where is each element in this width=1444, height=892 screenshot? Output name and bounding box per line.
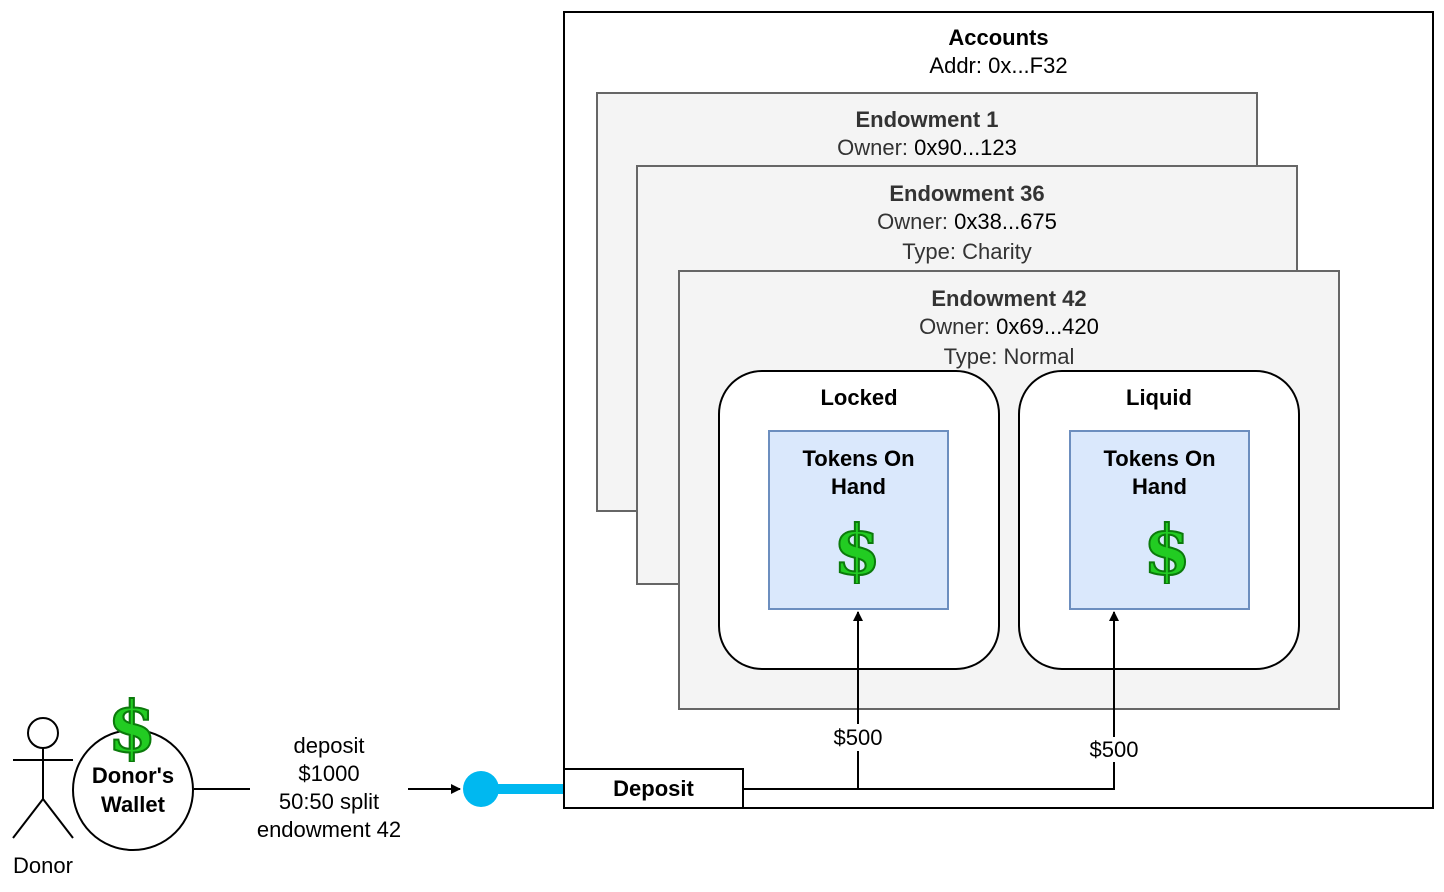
accounts-address: Addr: 0x...F32 (929, 53, 1068, 78)
endowment-1-owner: Owner: 0x90...123 (598, 134, 1256, 162)
deposit-box: Deposit (563, 768, 744, 809)
deposit-note-line: $1000 (298, 761, 360, 786)
locked-amount-label: $500 (833, 725, 883, 750)
endowment-36-title: Endowment 36 (889, 181, 1045, 206)
svg-text:$: $ (1143, 514, 1190, 584)
deposit-note: deposit $1000 50:50 split endowment 42 (229, 732, 429, 844)
locked-tokens-box: Tokens On Hand $ (768, 430, 949, 610)
owner-value: 0x38...675 (954, 209, 1057, 234)
locked-title: Locked (820, 385, 898, 410)
owner-value: 0x90...123 (914, 135, 1017, 160)
endowment-36-owner: Owner: 0x38...675 (638, 208, 1296, 236)
owner-value: 0x69...420 (996, 314, 1099, 339)
lollipop-interface-icon (463, 771, 499, 807)
donor-label: Donor (13, 853, 73, 878)
locked-tokens-label: Tokens On Hand (802, 446, 915, 499)
dollar-sign-icon: $ (1142, 514, 1191, 584)
dollar-sign-icon: $ (107, 690, 158, 762)
endowment-1-title: Endowment 1 (855, 107, 999, 132)
stick-figure-icon (12, 717, 74, 839)
svg-text:$: $ (833, 514, 880, 584)
liquid-tokens-label: Tokens On Hand (1103, 446, 1216, 499)
donor-wallet: Donor's Wallet (72, 729, 194, 851)
deposit-flow-line (744, 762, 1115, 790)
owner-label: Owner: (877, 209, 955, 234)
liquid-amount-label: $500 (1089, 737, 1139, 762)
endowment-42-title: Endowment 42 (931, 286, 1087, 311)
endowment-36-type: Type: Charity (902, 239, 1032, 264)
dollar-sign-icon: $ (832, 514, 881, 584)
deposit-note-line: endowment 42 (256, 817, 402, 842)
accounts-title: Accounts (948, 25, 1049, 50)
deposit-note-line: deposit (293, 733, 365, 758)
wallet-label-line-2: Wallet (101, 792, 165, 817)
liquid-tokens-box: Tokens On Hand $ (1069, 430, 1250, 610)
endowment-42-type: Type: Normal (943, 344, 1075, 369)
owner-label: Owner: (837, 135, 915, 160)
liquid-title: Liquid (1126, 385, 1192, 410)
wallet-label-line-1: Donor's (91, 763, 175, 788)
svg-text:$: $ (108, 690, 157, 762)
endowment-42-owner: Owner: 0x69...420 (680, 313, 1338, 341)
owner-label: Owner: (919, 314, 997, 339)
deposit-note-line: 50:50 split (278, 789, 380, 814)
